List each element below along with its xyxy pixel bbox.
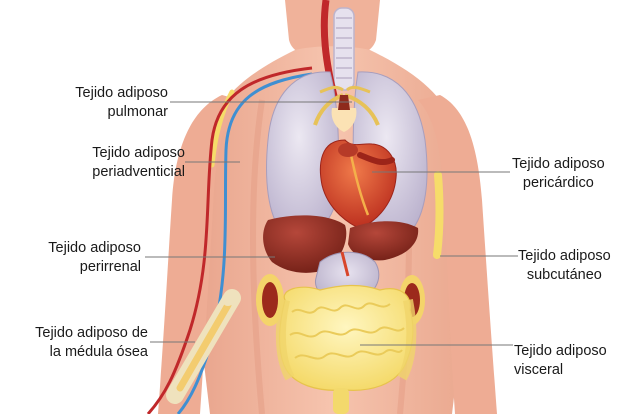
label-tejido-adiposo-periadventicial: Tejido adiposo periadventicial	[92, 144, 185, 182]
label-tejido-adiposo-perirrenal: Tejido adiposo perirrenal	[48, 239, 141, 277]
subcutaneous-fat	[437, 175, 439, 255]
label-tejido-adiposo-medula-osea: Tejido adiposo de la médula ósea	[35, 324, 148, 362]
label-tejido-adiposo-pulmonar: Tejido adiposo pulmonar	[75, 84, 168, 122]
label-tejido-adiposo-subcutaneo: Tejido adiposo subcutáneo	[518, 247, 611, 285]
label-tejido-adiposo-visceral: Tejido adiposo visceral	[514, 342, 607, 380]
label-tejido-adiposo-pericardico: Tejido adiposo pericárdico	[512, 155, 605, 193]
